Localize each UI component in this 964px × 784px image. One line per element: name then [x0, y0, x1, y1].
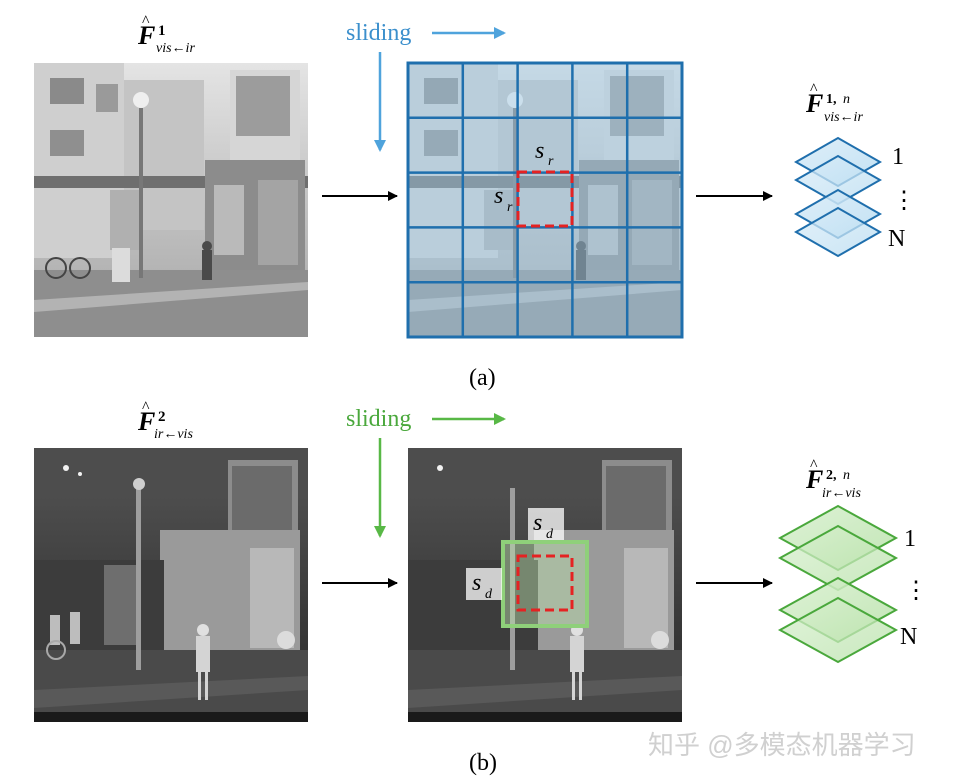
infrared-image-b	[34, 448, 308, 722]
patch-label-a-left: s r	[494, 183, 513, 215]
output-label-a-sup: 1,	[826, 92, 837, 107]
input-label-a-base: F	[137, 21, 155, 50]
patch-label-b-top-bg	[528, 508, 564, 540]
patch-label-a-left-sub: r	[507, 200, 513, 215]
stack-a-last-label: N	[888, 226, 905, 252]
output-label-a-hat: ^	[810, 81, 818, 98]
patch-label-a-top-sub: r	[548, 154, 554, 169]
caption-b: (b)	[469, 750, 497, 776]
input-label-b-hat: ^	[142, 399, 150, 416]
input-label-a-sub: vis←ir	[156, 41, 195, 56]
input-label-b: F ^ 2 ir←vis	[137, 399, 193, 442]
input-label-a-hat: ^	[142, 13, 150, 30]
output-label-b-sub: ir←vis	[822, 486, 861, 501]
input-label-b-sub: ir←vis	[154, 427, 193, 442]
stack-b-first-label: 1	[904, 526, 916, 552]
patch-label-b-left: s d	[466, 568, 502, 602]
patch-a	[516, 170, 574, 228]
stack-a-dots: ⋮	[892, 188, 916, 214]
caption-a: (a)	[469, 365, 496, 391]
panel-a: F ^ 1 vis←ir	[34, 13, 916, 391]
patch-label-b-left-bg	[466, 568, 502, 600]
watermark: 知乎 @多模态机器学习	[648, 730, 916, 760]
input-label-a-sup: 1	[158, 23, 166, 39]
patch-label-b-left-sub: d	[485, 587, 493, 602]
stack-a-first-label: 1	[892, 144, 904, 170]
patch-label-b-top-base: s	[533, 510, 542, 536]
grid-frame-a	[406, 61, 684, 339]
patch-label-b-top: s d	[528, 508, 564, 542]
neighborhood-box-b	[501, 540, 589, 628]
sliding-label-a: sliding	[346, 20, 411, 46]
stack-plane-b-4	[777, 596, 899, 664]
visible-image-a	[34, 63, 308, 337]
input-label-b-sup: 2	[158, 409, 166, 425]
output-label-b-sup: 2,	[826, 468, 837, 483]
feature-stack-a	[793, 136, 883, 258]
grid-image-a	[408, 63, 682, 337]
sliding-label-b: sliding	[346, 406, 411, 432]
input-label-a: F ^ 1 vis←ir	[137, 13, 195, 56]
patch-label-b-left-base: s	[472, 570, 481, 596]
input-label-b-base: F	[137, 407, 155, 436]
patch-label-a-top-base: s	[535, 138, 544, 164]
patch-b	[516, 554, 574, 612]
stack-plane-a-4	[793, 206, 883, 258]
output-label-b-base: F	[805, 465, 823, 494]
feature-stack-b	[777, 504, 899, 664]
patch-label-a-left-base: s	[494, 183, 503, 209]
output-label-b-hat: ^	[810, 457, 818, 474]
stack-b-dots: ⋮	[904, 578, 928, 604]
output-label-b: F ^ 2, n ir←vis	[805, 457, 861, 501]
patch-label-b-top-sub: d	[546, 527, 554, 542]
patch-label-a-top: s r	[535, 138, 554, 169]
stack-plane-b-2	[777, 524, 899, 592]
stack-b-last-label: N	[900, 624, 917, 650]
output-label-a: F ^ 1, n vis←ir	[805, 81, 863, 125]
stack-plane-a-2	[793, 154, 883, 206]
panel-b: F ^ 2 ir←vis	[34, 399, 928, 776]
output-label-b-sup-n: n	[843, 468, 850, 483]
output-label-a-sub: vis←ir	[824, 110, 863, 125]
output-label-a-sup-n: n	[843, 92, 850, 107]
output-label-a-base: F	[805, 89, 823, 118]
